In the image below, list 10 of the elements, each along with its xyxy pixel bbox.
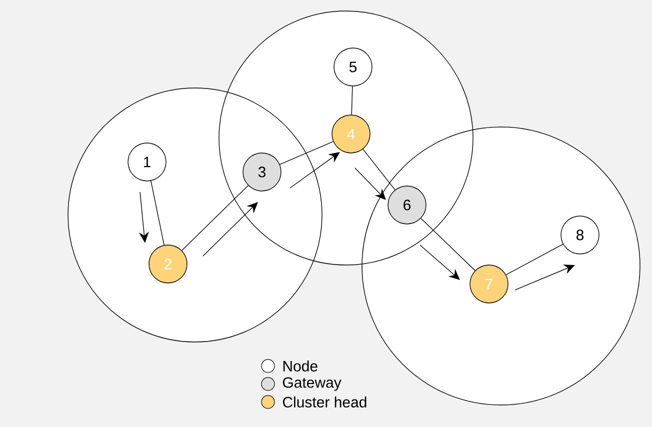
link-line bbox=[351, 86, 353, 115]
link-line bbox=[362, 148, 396, 190]
link-line bbox=[279, 141, 334, 165]
legend-label: Node bbox=[283, 360, 318, 372]
link-line bbox=[506, 244, 564, 276]
legend-label: Gateway bbox=[282, 377, 342, 391]
link-line bbox=[150, 180, 164, 246]
legend-label: Cluster head bbox=[282, 396, 366, 408]
link-line bbox=[181, 185, 249, 251]
link-line bbox=[420, 218, 476, 271]
